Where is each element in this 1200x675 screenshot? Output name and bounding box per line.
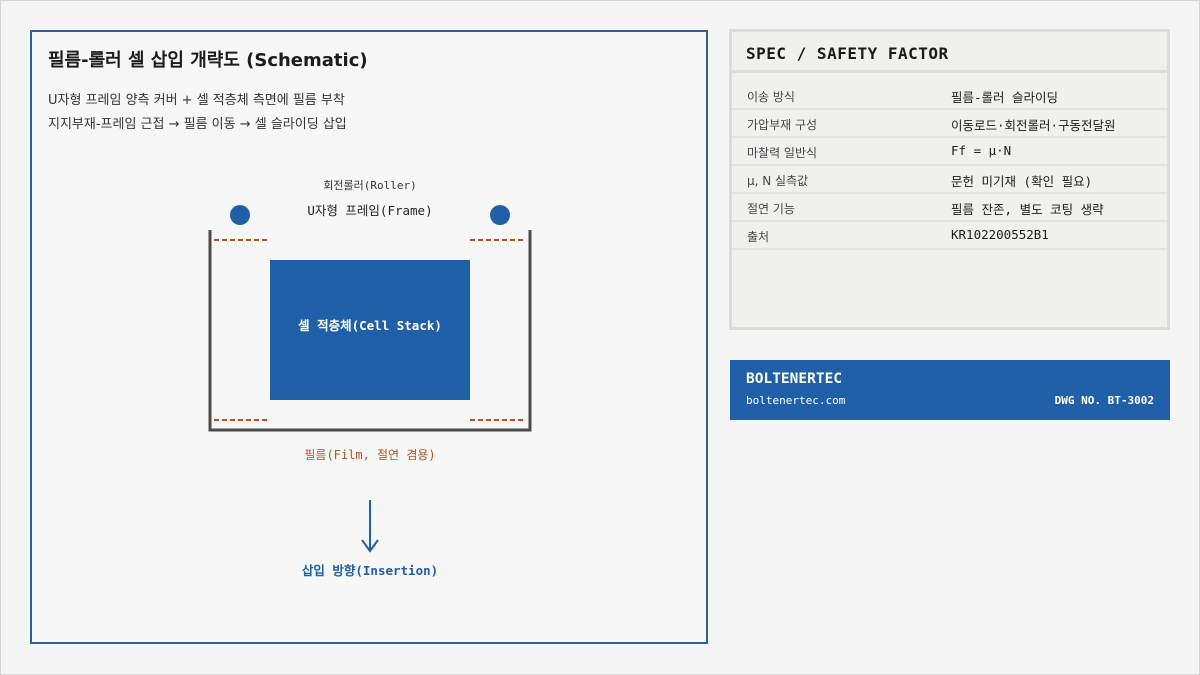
cell-stack xyxy=(270,260,470,400)
spec-key: 마찰력 일반식 xyxy=(747,146,818,160)
roller-label: 회전롤러(Roller) xyxy=(323,179,416,192)
spec-value: 문헌 미기재 (확인 필요) xyxy=(951,174,1093,189)
spec-key: 가압부재 구성 xyxy=(747,118,818,132)
spec-value: 필름 잔존, 별도 코팅 생략 xyxy=(951,202,1104,217)
spec-panel: SPEC / SAFETY FACTOR 이송 방식 필름-롤러 슬라이딩 가압… xyxy=(729,29,1170,330)
spec-value: Ff = μ·N xyxy=(951,143,1012,158)
brand-url: boltenertec.com xyxy=(746,394,846,407)
brand-banner: BOLTENERTEC boltenertec.com DWG NO. BT-3… xyxy=(730,360,1170,420)
cell-stack-label: 셀 적층체(Cell Stack) xyxy=(298,318,442,333)
spec-row: 절연 기능 필름 잔존, 별도 코팅 생략 xyxy=(732,192,1167,222)
spec-row: 출처 KR102200552B1 xyxy=(732,220,1167,250)
drawing-number: DWG NO. BT-3002 xyxy=(1054,394,1154,407)
roller-left xyxy=(230,205,250,225)
brand-name: BOLTENERTEC xyxy=(746,371,843,387)
schematic-title: 필름-롤러 셀 삽입 개략도 (Schematic) xyxy=(48,50,368,71)
spec-value: 필름-롤러 슬라이딩 xyxy=(951,90,1059,105)
film-label: 필름(Film, 절연 겸용) xyxy=(304,448,435,462)
spec-key: 이송 방식 xyxy=(747,90,795,104)
description-line-2: 지지부재-프레임 근접 → 필름 이동 → 셀 슬라이딩 삽입 xyxy=(48,117,347,132)
insertion-arrow-head-icon xyxy=(361,539,379,553)
roller-right xyxy=(490,205,510,225)
spec-key: μ, N 실측값 xyxy=(747,174,809,188)
spec-row: 가압부재 구성 이동로드·회전롤러·구동전달원 xyxy=(732,108,1167,138)
description-line-1: U자형 프레임 양측 커버 + 셀 적층체 측면에 필름 부착 xyxy=(48,93,345,108)
spec-row: 마찰력 일반식 Ff = μ·N xyxy=(732,136,1167,166)
spec-value: KR102200552B1 xyxy=(951,227,1049,242)
spec-key: 절연 기능 xyxy=(747,202,795,216)
spec-title: SPEC / SAFETY FACTOR xyxy=(746,44,949,63)
spec-header-divider xyxy=(732,70,1167,73)
spec-value: 이동로드·회전롤러·구동전달원 xyxy=(951,118,1116,133)
frame-label: U자형 프레임(Frame) xyxy=(307,203,432,218)
insertion-label: 삽입 방향(Insertion) xyxy=(302,563,438,578)
spec-key: 출처 xyxy=(747,230,770,244)
u-frame xyxy=(208,230,532,432)
spec-row: μ, N 실측값 문헌 미기재 (확인 필요) xyxy=(732,164,1167,194)
spec-row: 이송 방식 필름-롤러 슬라이딩 xyxy=(732,80,1167,110)
